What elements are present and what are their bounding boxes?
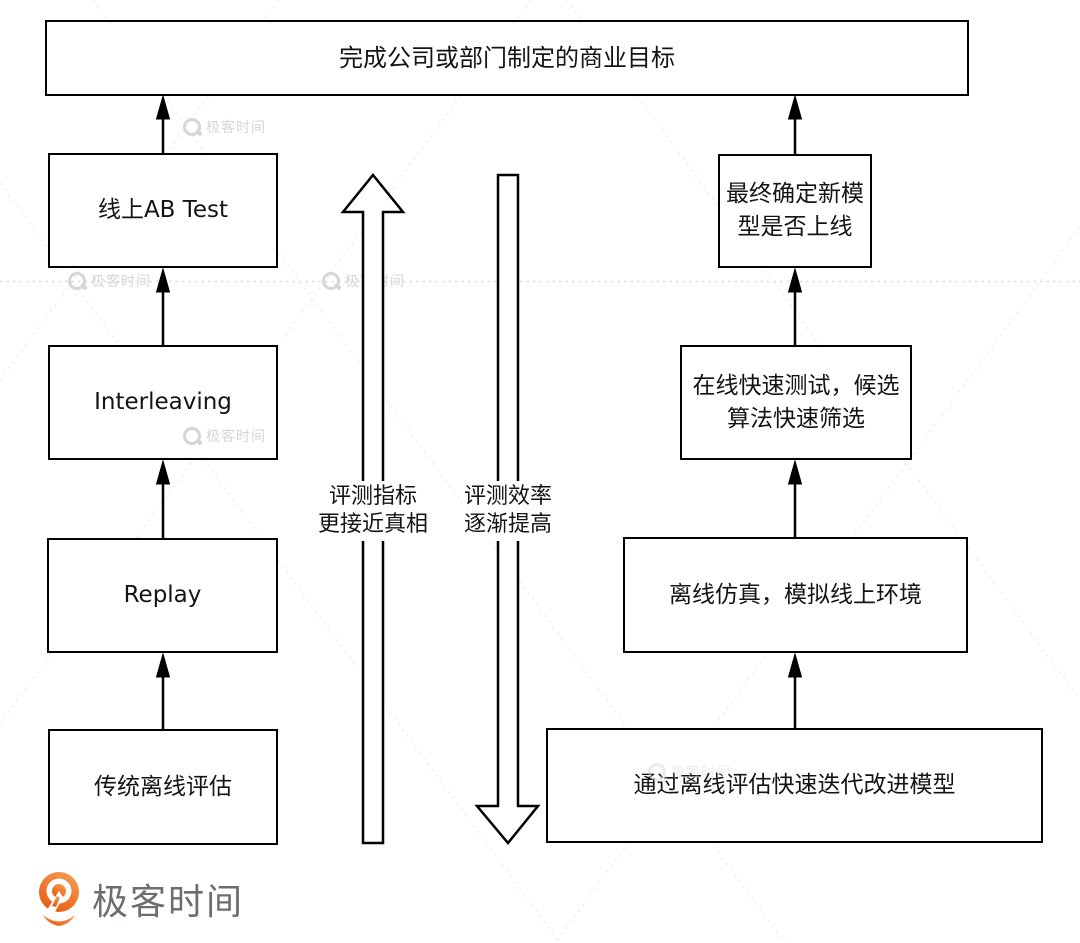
geektime-watermark-icon [648, 763, 666, 781]
geektime-watermark-icon [183, 427, 201, 445]
up-arrow-caption: 评测指标 更接近真相 [317, 481, 429, 541]
flow-box-offline-eval-iterate: 通过离线评估快速迭代改进模型 [546, 728, 1043, 843]
flow-box-replay: Replay [47, 538, 278, 653]
watermark: 极客时间 [183, 117, 266, 137]
geektime-logo-text: 极客时间 [92, 882, 245, 923]
watermark: 极客时间 [68, 271, 151, 291]
geektime-logo: 极客时间 [36, 870, 244, 928]
flow-box-interleaving: Interleaving [48, 345, 278, 460]
flow-box-online-ab-test: 线上AB Test [48, 153, 278, 268]
geektime-watermark-icon [322, 272, 340, 290]
watermark: 极客时间 [183, 426, 266, 446]
geektime-logo-icon [39, 872, 79, 926]
watermark: 极客时间 [322, 271, 405, 291]
geektime-watermark-icon [183, 118, 201, 136]
watermark: 极客时间 [648, 762, 731, 782]
geektime-watermark-icon [68, 272, 86, 290]
down-arrow-caption: 评测效率 逐渐提高 [462, 481, 554, 541]
flow-box-offline-simulation: 离线仿真，模拟线上环境 [623, 537, 968, 653]
flow-box-online-quick-test: 在线快速测试，候选算法快速筛选 [680, 345, 912, 460]
flow-box-traditional-offline-eval: 传统离线评估 [48, 729, 278, 845]
flow-box-final-launch-decision: 最终确定新模型是否上线 [718, 154, 872, 268]
flow-box-business-goal: 完成公司或部门制定的商业目标 [45, 20, 969, 96]
